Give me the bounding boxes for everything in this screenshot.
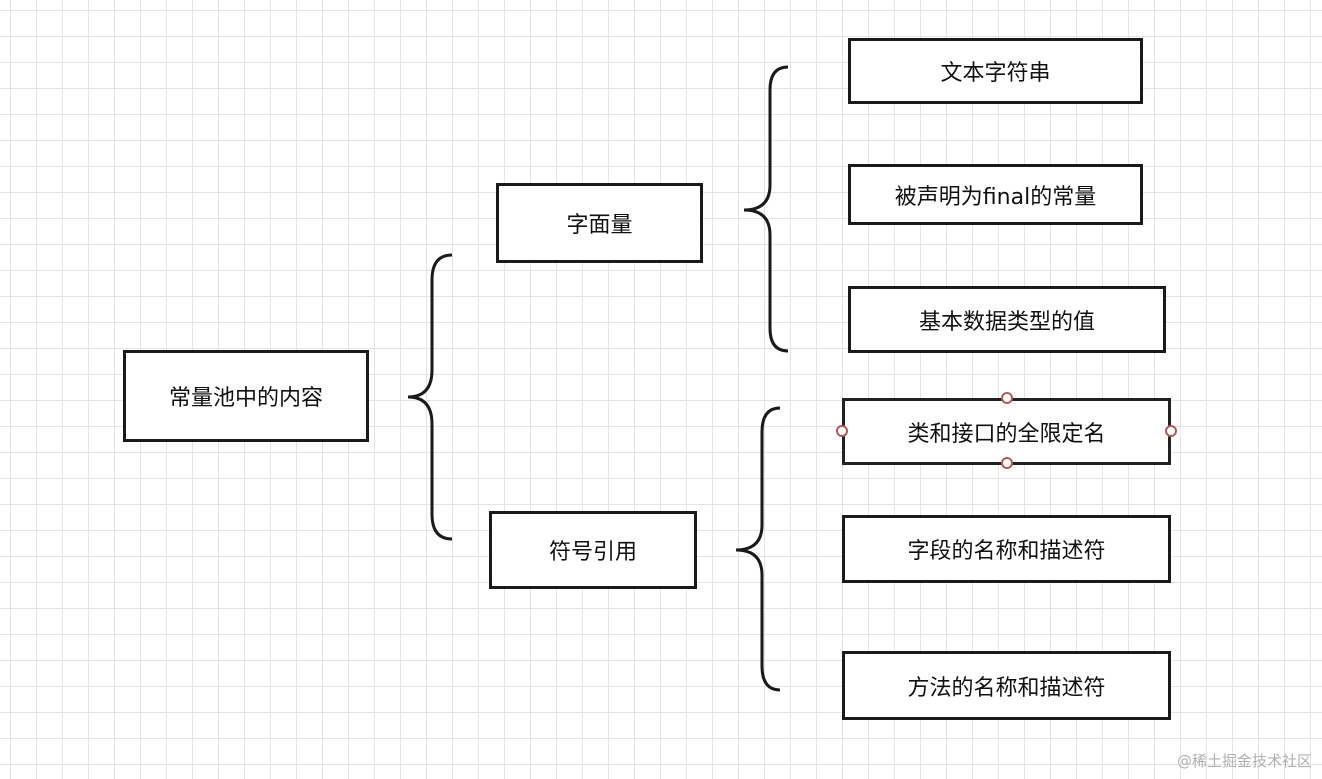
leaf-node-label: 被声明为final的常量 [894, 184, 1097, 210]
leaf-node-final-constant[interactable]: 被声明为final的常量 [848, 164, 1143, 225]
leaf-node-label: 字段的名称和描述符 [907, 539, 1106, 564]
leaf-node-primitive-value[interactable]: 基本数据类型的值 [848, 286, 1166, 353]
leaf-node-qualified-name[interactable]: 类和接口的全限定名 [842, 398, 1171, 465]
leaf-node-field-descriptor[interactable]: 字段的名称和描述符 [842, 515, 1171, 583]
literal-brace [743, 65, 789, 353]
leaf-node-label: 方法的名称和描述符 [907, 675, 1106, 701]
leaf-node-method-descriptor[interactable]: 方法的名称和描述符 [842, 651, 1171, 720]
leaf-node-label: 基本数据类型的值 [918, 309, 1095, 335]
branch-node-label: 字面量 [566, 213, 633, 238]
resize-handle-top[interactable] [1001, 392, 1013, 404]
leaf-node-label: 类和接口的全限定名 [907, 421, 1106, 447]
resize-handle-right[interactable] [1165, 425, 1177, 437]
resize-handle-bottom[interactable] [1001, 457, 1013, 469]
symbolic-reference-brace [735, 406, 781, 692]
branch-node-literal[interactable]: 字面量 [496, 183, 703, 263]
root-brace [407, 253, 453, 541]
root-node[interactable]: 常量池中的内容 [123, 350, 369, 442]
watermark: @稀土掘金技术社区 [1176, 752, 1312, 770]
leaf-node-text-string[interactable]: 文本字符串 [848, 38, 1143, 104]
branch-node-label: 符号引用 [548, 540, 637, 565]
branch-node-symbolic-reference[interactable]: 符号引用 [489, 511, 697, 589]
resize-handle-left[interactable] [836, 425, 848, 437]
root-node-label: 常量池中的内容 [168, 386, 323, 411]
leaf-node-label: 文本字符串 [940, 61, 1051, 86]
